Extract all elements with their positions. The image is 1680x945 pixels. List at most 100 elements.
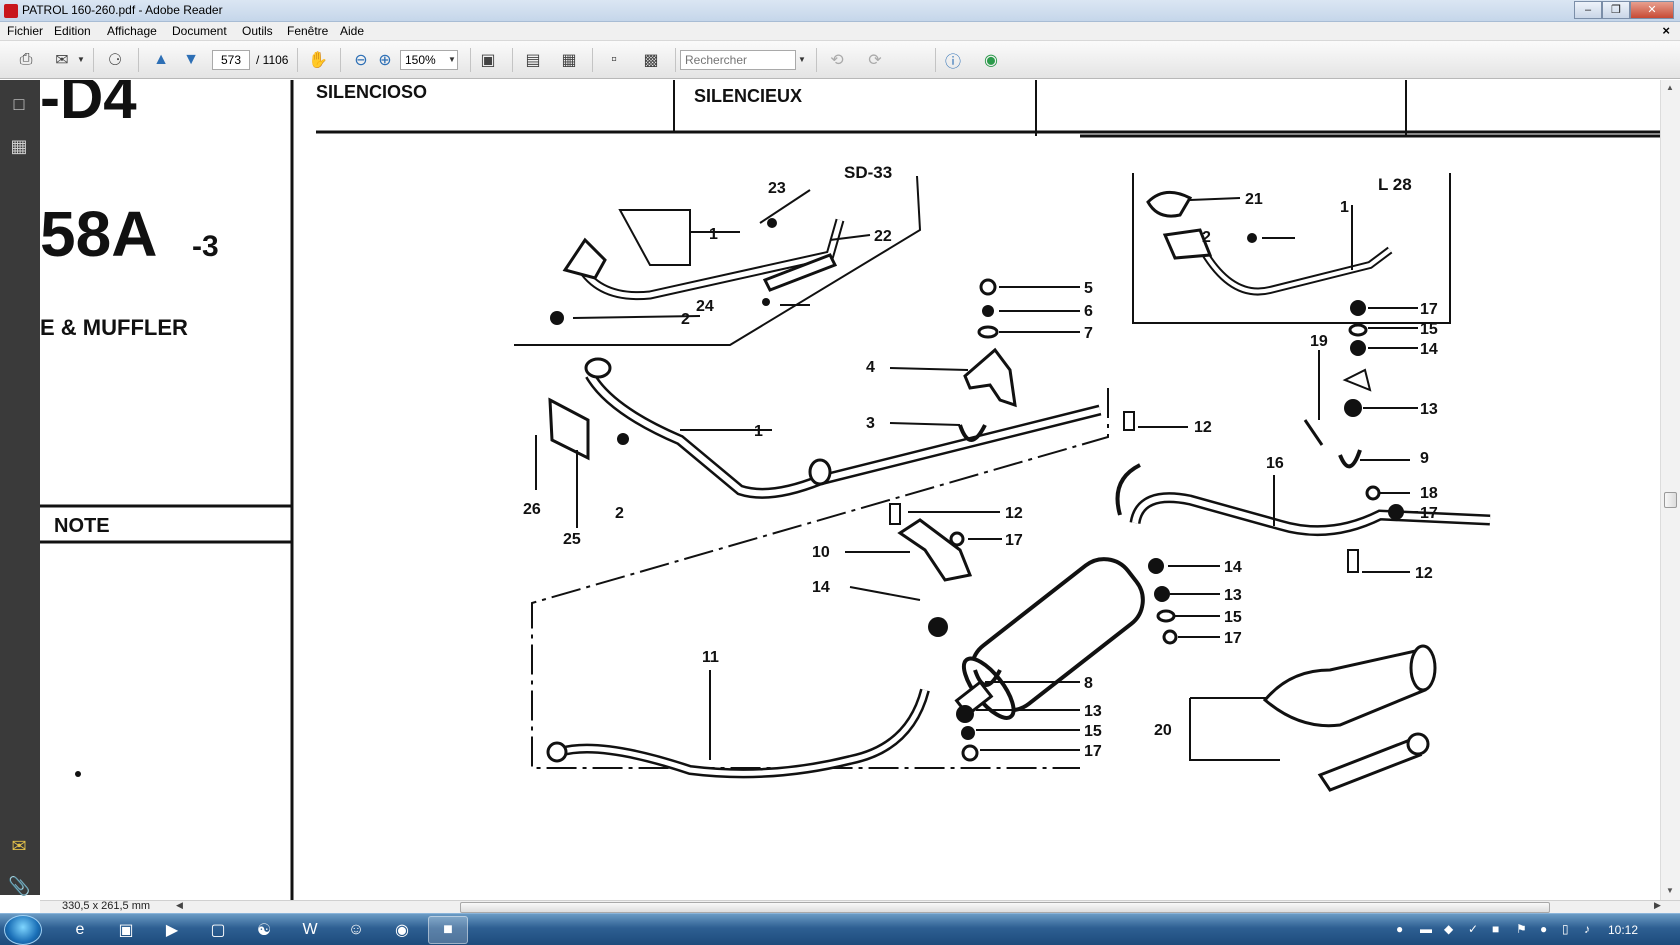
search-input[interactable]	[680, 50, 796, 70]
part-label: 9	[1420, 450, 1429, 467]
part-label: 23	[768, 180, 786, 197]
start-button[interactable]	[4, 915, 42, 945]
signal-icon[interactable]: ▯	[1562, 922, 1569, 936]
menu-document[interactable]: Document	[172, 24, 227, 38]
dropbox-icon[interactable]: ◆	[1444, 922, 1454, 936]
chevron-down-icon[interactable]: ▼	[77, 55, 85, 64]
status-bar: 330,5 x 261,5 mm ◀ ▶	[40, 900, 1680, 913]
flag-icon[interactable]: ⚑	[1516, 922, 1527, 936]
tray-icon[interactable]: ✓	[1468, 922, 1479, 936]
tray-icon[interactable]: ●	[1396, 922, 1404, 936]
zoom-input[interactable]: 150%	[400, 50, 458, 70]
minimize-button[interactable]: ‒	[1574, 1, 1602, 19]
adobe-reader-icon[interactable]: ■	[428, 916, 468, 944]
vertical-scrollbar[interactable]: ▲ ▼	[1660, 80, 1680, 900]
inset-label-sd33: SD-33	[844, 163, 892, 182]
part-label: 3	[866, 415, 875, 432]
back-icon[interactable]: ⟲	[830, 52, 844, 69]
zoom-out-icon[interactable]: ⊖	[354, 52, 368, 69]
network-icon[interactable]: ☯	[256, 922, 272, 939]
collaborate-icon[interactable]: ⚆	[107, 52, 123, 69]
part-label: 17	[1420, 505, 1438, 522]
window-icon[interactable]: ▢	[210, 922, 226, 939]
part-label: 18	[1420, 485, 1438, 502]
scroll-down-icon[interactable]: ▼	[1666, 886, 1674, 895]
chevron-down-icon[interactable]: ▼	[798, 55, 806, 64]
menu-aide[interactable]: Aide	[340, 24, 365, 38]
page-number-input[interactable]: 573	[212, 50, 250, 70]
toolbar: ⎙ ✉ ▼ ⚆ ▲ ▼ 573 / 1106 ✋ ⊖ ⊕ 150% ▼ ▣ ▤ …	[0, 41, 1680, 79]
attachments-icon[interactable]: 📎	[8, 876, 31, 896]
forward-icon[interactable]: ⟳	[868, 52, 882, 69]
part-label: 5	[1084, 280, 1093, 297]
scroll-up-icon[interactable]: ▲	[1666, 83, 1674, 92]
menu-outils[interactable]: Outils	[242, 24, 273, 38]
tray-icon[interactable]: ■	[1492, 922, 1500, 936]
comments-icon[interactable]: ✉	[11, 836, 27, 856]
part-label: 4	[866, 359, 875, 376]
media-icon[interactable]: ▶	[165, 922, 179, 939]
part-label: 24	[696, 298, 714, 315]
menu-fichier[interactable]: Fichier	[7, 24, 44, 38]
fit-width-icon[interactable]: ▦	[561, 52, 577, 69]
menu-affichage[interactable]: Affichage	[107, 24, 157, 38]
email-icon[interactable]: ✉	[55, 52, 69, 69]
prev-page-icon[interactable]: ▲	[153, 51, 169, 68]
scroll-right-icon[interactable]: ▶	[1654, 900, 1661, 910]
tray-icon[interactable]: ▬	[1420, 922, 1432, 936]
hand-tool-icon[interactable]: ✋	[308, 52, 328, 69]
menu-fenetre[interactable]: Fenêtre	[287, 24, 329, 38]
muffler-subtitle: E & MUFFLER	[40, 315, 188, 340]
document-view[interactable]: -D4 58A -3 E & MUFFLER NOTE SILENCIOSO S…	[40, 80, 1660, 900]
window-controls: ‒ ❐ ✕	[1574, 1, 1674, 19]
scroll-thumb[interactable]	[1664, 492, 1677, 508]
bookmarks-icon[interactable]: ▦	[10, 136, 28, 156]
chat-icon[interactable]: ☺	[347, 921, 365, 938]
snapshot-icon[interactable]: ▣	[480, 52, 496, 69]
maximize-button[interactable]: ❐	[1602, 1, 1630, 19]
header-partial-text: -D4	[40, 80, 137, 131]
toolbar-separator	[816, 48, 817, 72]
tray-icon[interactable]: ●	[1540, 922, 1548, 936]
adobe-reader-app-icon	[4, 4, 18, 18]
page-total: / 1106	[256, 53, 289, 67]
word-icon[interactable]: W	[302, 921, 318, 938]
part-label: 2	[615, 505, 624, 522]
full-screen-icon[interactable]: ▩	[643, 52, 659, 69]
close-window-button[interactable]: ✕	[1630, 1, 1674, 19]
part-label: 26	[523, 501, 541, 518]
toolbar-separator	[470, 48, 471, 72]
part-label: 25	[563, 531, 581, 548]
taskbar: e ▣ ▶ ▢ ☯ W ☺ ◉ ■ ● ▬ ◆ ✓ ■ ⚑ ● ▯ ♪ 10:1…	[0, 913, 1680, 945]
navigation-panel: □ ▦ ✉ 📎	[0, 80, 40, 896]
toolbar-separator	[512, 48, 513, 72]
scroll-left-icon[interactable]: ◀	[176, 900, 183, 910]
part-label: 14	[812, 579, 830, 596]
chevron-down-icon[interactable]: ▼	[448, 55, 456, 64]
fit-page-icon[interactable]: ▤	[525, 52, 541, 69]
toolbar-separator	[93, 48, 94, 72]
comment-icon[interactable]: ⓘ	[944, 54, 961, 71]
header-cell-silencieux: SILENCIEUX	[694, 86, 802, 106]
firefox-icon[interactable]: ◉	[395, 922, 409, 939]
explorer-icon[interactable]: ▣	[118, 922, 134, 939]
next-page-icon[interactable]: ▼	[183, 51, 199, 68]
read-mode-icon[interactable]: ▫	[611, 51, 617, 68]
part-label: 22	[874, 228, 892, 245]
print-icon[interactable]: ⎙	[19, 51, 33, 68]
menu-bar: Fichier Edition Affichage Document Outil…	[0, 22, 1680, 41]
volume-icon[interactable]: ♪	[1584, 922, 1590, 936]
menu-edition[interactable]: Edition	[54, 24, 91, 38]
model-text: 58A	[40, 198, 157, 270]
part-label: 17	[1005, 532, 1023, 549]
inset-label-l28: L 28	[1378, 175, 1412, 194]
share-icon[interactable]: ◉	[984, 52, 998, 69]
zoom-in-icon[interactable]: ⊕	[378, 52, 392, 69]
clock[interactable]: 10:12	[1608, 923, 1639, 937]
pages-icon[interactable]: □	[13, 94, 25, 114]
ie-icon[interactable]: e	[75, 921, 85, 938]
close-document-button[interactable]: ×	[1662, 23, 1670, 38]
part-label: 13	[1084, 703, 1102, 720]
horizontal-scrollbar[interactable]	[460, 902, 1550, 913]
part-label: 14	[1420, 341, 1438, 358]
